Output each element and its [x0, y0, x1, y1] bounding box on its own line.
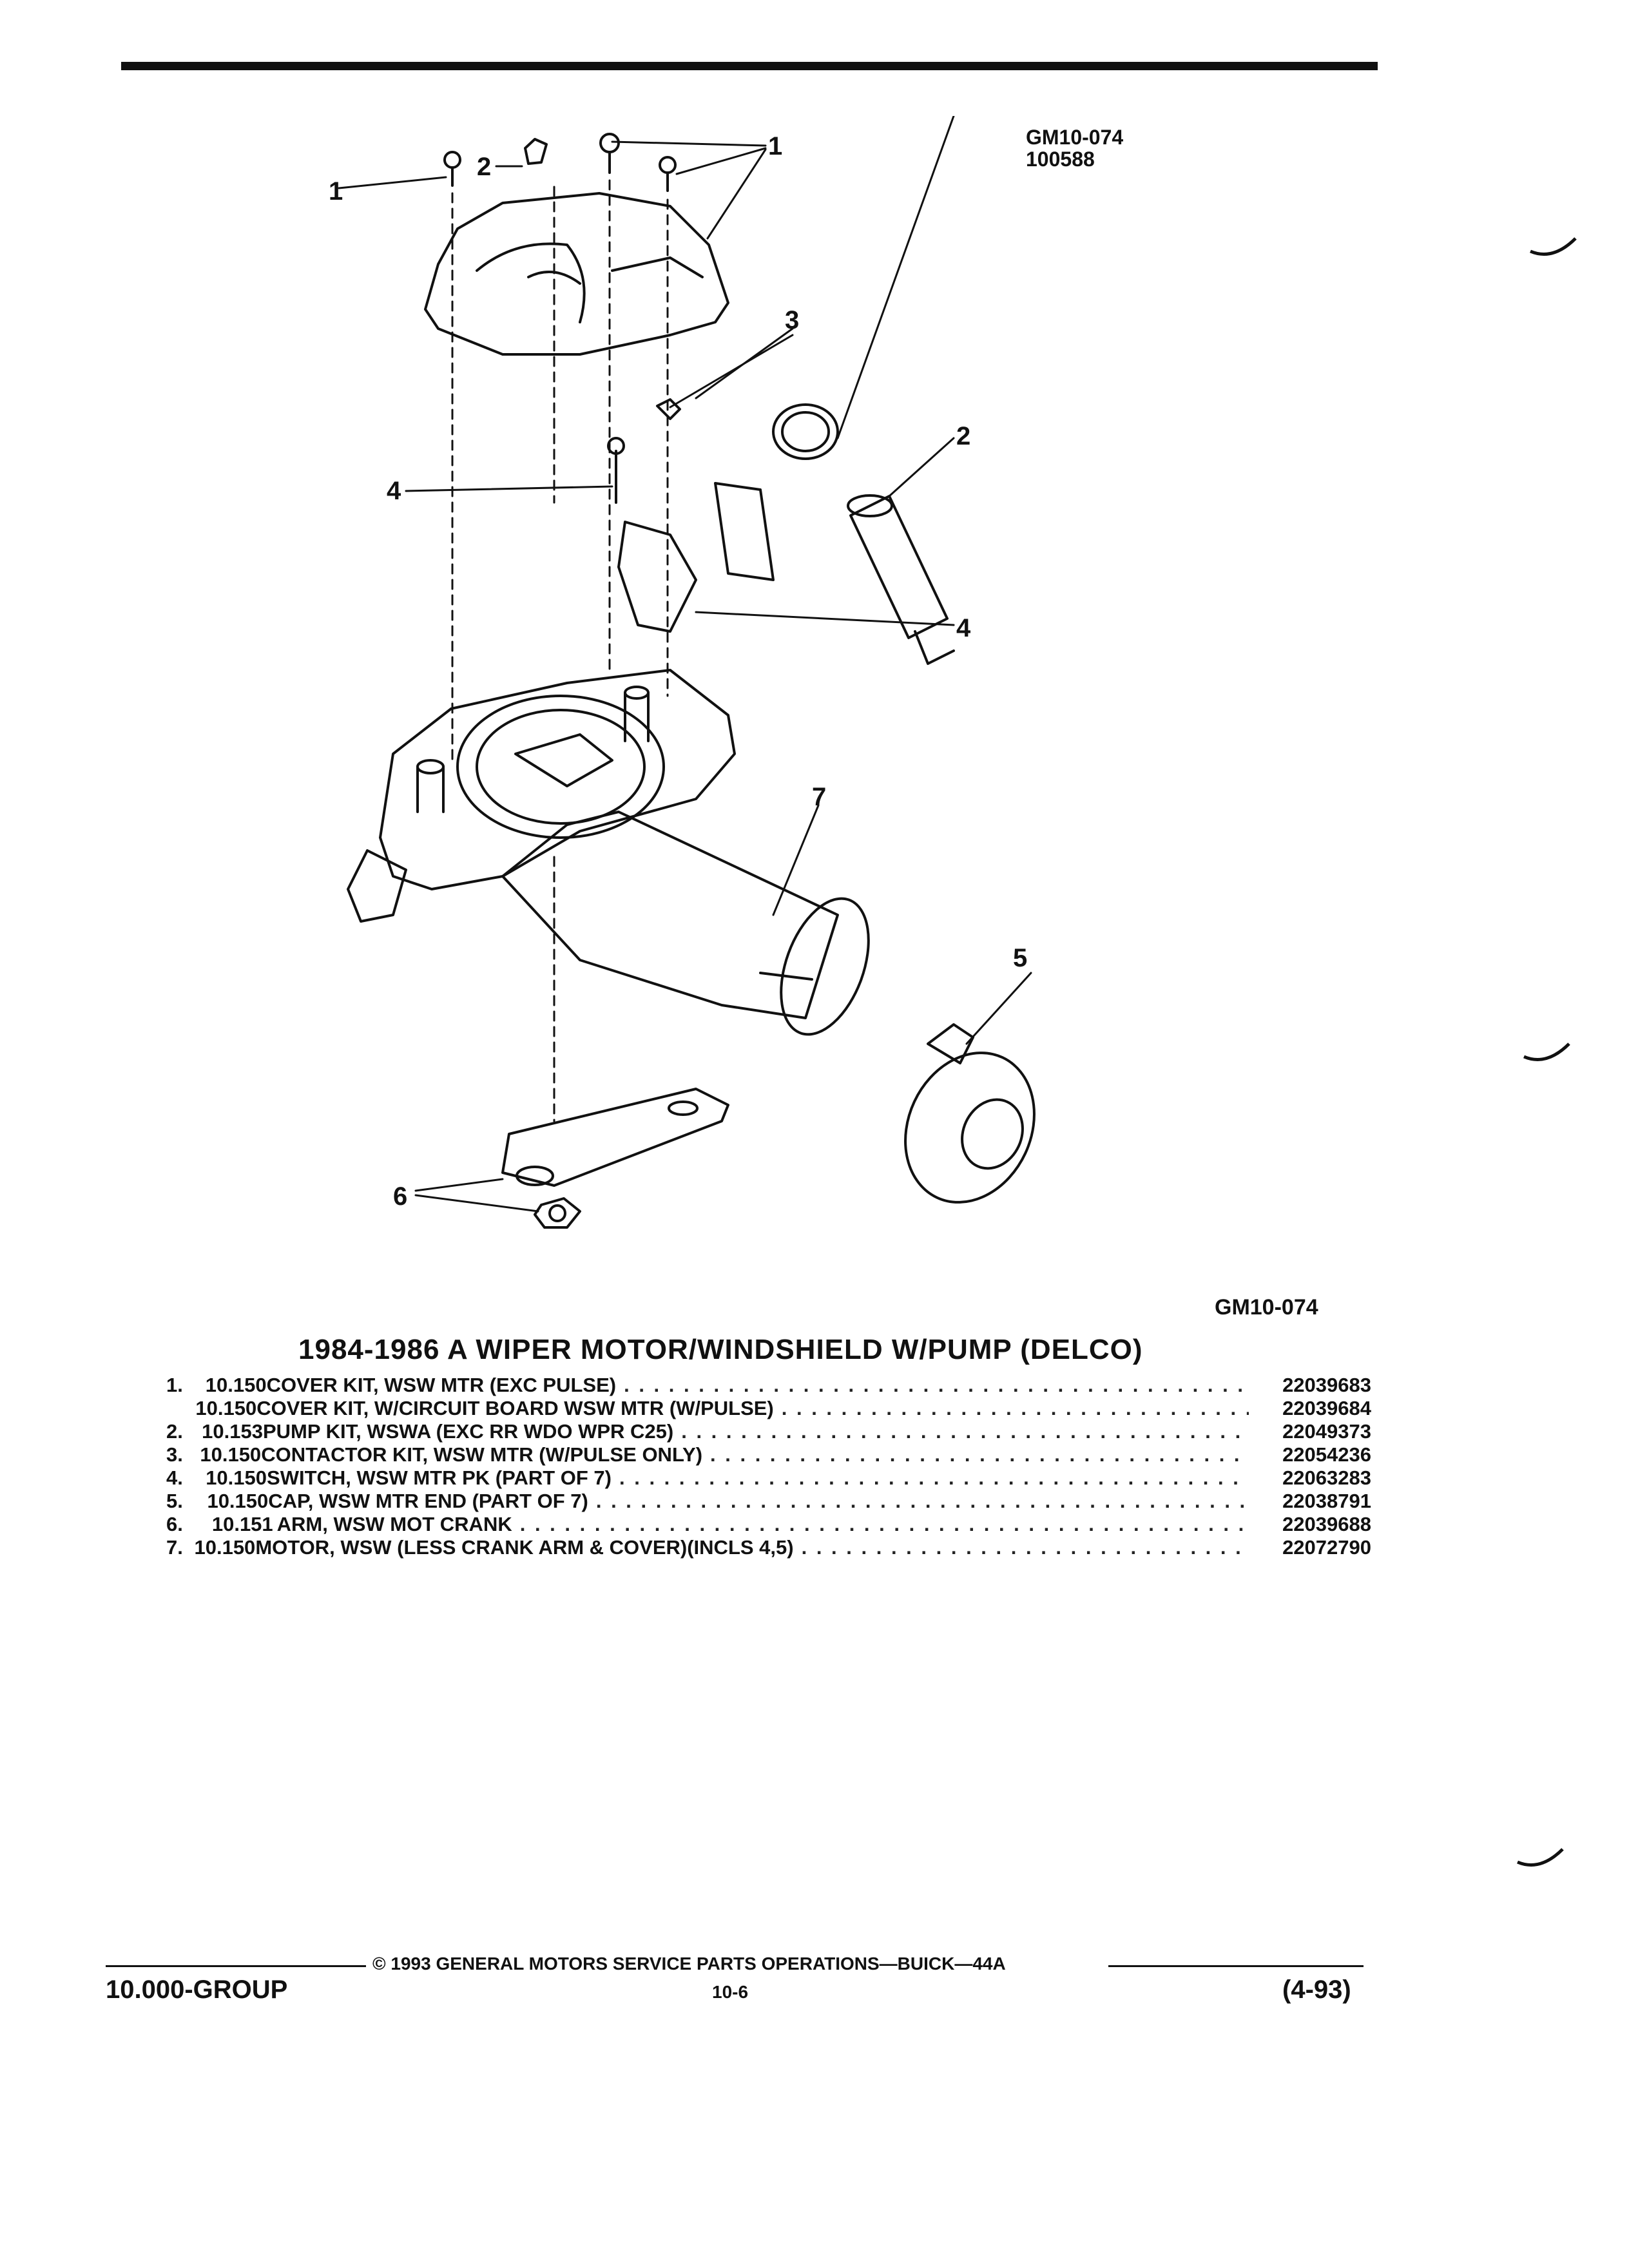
exploded-parts-diagram: 1 2 1 3 2 4 4 7 5 6: [329, 116, 1036, 1229]
motor-end-cap: [904, 1023, 1036, 1204]
callout-3: 3: [785, 306, 799, 334]
binder-mark: [1517, 1848, 1564, 1867]
cover-screw: [659, 156, 677, 192]
parts-row: 5. 10.150 CAP, WSW MTR END (PART OF 7) 2…: [166, 1490, 1371, 1513]
parts-row: 2. 10.153 PUMP KIT, WSWA (EXC RR WDO WPR…: [166, 1420, 1371, 1443]
part-description: ARM, WSW MOT CRANK: [276, 1513, 512, 1535]
item-number: 3.: [166, 1443, 183, 1466]
group-number: 10.150: [205, 1374, 267, 1396]
page-number: 10-6: [712, 1982, 749, 2002]
group-number: 10.150: [200, 1443, 262, 1466]
part-number: 22054236: [1282, 1443, 1371, 1466]
parts-row: 1. 10.150 COVER KIT, WSW MTR (EXC PULSE)…: [166, 1374, 1371, 1397]
callout-2: 2: [956, 422, 970, 450]
part-number: 22039688: [1282, 1513, 1371, 1535]
item-number: [166, 1397, 195, 1420]
part-number: 22039683: [1282, 1374, 1371, 1396]
part-description: CONTACTOR KIT, WSW MTR (W/PULSE ONLY): [261, 1443, 703, 1466]
callout-6: 6: [393, 1182, 407, 1211]
motor-switch: [607, 437, 775, 633]
binder-mark: [1530, 237, 1577, 256]
part-description: PUMP KIT, WSWA (EXC RR WDO WPR C25): [262, 1420, 674, 1443]
callout-1: 1: [768, 132, 782, 160]
parts-row: 6. 10.151 ARM, WSW MOT CRANK 22039688: [166, 1513, 1371, 1536]
callout-2: 2: [477, 153, 491, 181]
part-number: 22039684: [1282, 1397, 1371, 1419]
contactor: [656, 398, 681, 420]
part-number: 22063283: [1282, 1466, 1371, 1489]
dot-leader: [624, 1374, 1249, 1397]
dot-leader: [782, 1397, 1249, 1420]
group-label: 10.000-GROUP: [106, 1975, 288, 2004]
parts-list: 1. 10.150 COVER KIT, WSW MTR (EXC PULSE)…: [166, 1374, 1371, 1559]
binder-mark: [1523, 1043, 1570, 1061]
dot-leader: [710, 1443, 1249, 1466]
parts-row: 4. 10.150 SWITCH, WSW MTR PK (PART OF 7)…: [166, 1466, 1371, 1490]
group-number: 10.150: [206, 1466, 267, 1489]
callout-5: 5: [1013, 944, 1027, 972]
item-number: 2.: [166, 1420, 183, 1443]
cover-screw: [599, 133, 620, 174]
figure-date: 100588: [1026, 148, 1095, 171]
crank-arm: [501, 1088, 729, 1229]
wiper-motor: [501, 811, 870, 1036]
callout-4: 4: [387, 477, 401, 505]
part-number: 22038791: [1282, 1490, 1371, 1512]
washer-pump: [847, 494, 955, 665]
group-number: 10.150: [207, 1490, 269, 1512]
page-title: 1984-1986 A WIPER MOTOR/WINDSHIELD W/PUM…: [298, 1334, 1143, 1365]
motor-cover: [424, 192, 729, 356]
part-description: MOTOR, WSW (LESS CRANK ARM & COVER)(INCL…: [255, 1536, 794, 1559]
group-number: 10.150: [195, 1397, 257, 1419]
part-number: 22049373: [1282, 1420, 1371, 1443]
item-number: 7.: [166, 1536, 183, 1559]
header-rule: [121, 62, 1378, 70]
group-number: 10.153: [202, 1420, 263, 1443]
part-description: SWITCH, WSW MTR PK (PART OF 7): [267, 1466, 612, 1489]
callout-7: 7: [812, 783, 826, 811]
dot-leader: [681, 1420, 1249, 1443]
part-description: CAP, WSW MTR END (PART OF 7): [268, 1490, 588, 1512]
gearbox-housing: [347, 669, 736, 923]
footer-rule: [1108, 1965, 1364, 1967]
item-number: 6.: [166, 1513, 183, 1535]
dot-leader: [619, 1466, 1249, 1490]
cover-screw: [443, 151, 461, 187]
figure-reference: GM10-074 100588: [1026, 126, 1123, 170]
group-number: 10.150: [194, 1536, 256, 1559]
part-description: COVER KIT, W/CIRCUIT BOARD WSW MTR (W/PU…: [256, 1397, 774, 1419]
dot-leader: [596, 1490, 1249, 1513]
cover-clip: [524, 138, 548, 165]
parts-row: 3. 10.150 CONTACTOR KIT, WSW MTR (W/PULS…: [166, 1443, 1371, 1466]
group-number: 10.151: [211, 1513, 273, 1535]
callout-1: 1: [329, 177, 343, 206]
copyright-notice: © 1993 GENERAL MOTORS SERVICE PARTS OPER…: [372, 1954, 1006, 1974]
item-number: 5.: [166, 1490, 183, 1512]
parts-row: 10.150 COVER KIT, W/CIRCUIT BOARD WSW MT…: [166, 1397, 1371, 1420]
dot-leader: [520, 1513, 1249, 1536]
parts-row: 7. 10.150 MOTOR, WSW (LESS CRANK ARM & C…: [166, 1536, 1371, 1559]
part-number: 22072790: [1282, 1536, 1371, 1559]
footer-rule: [106, 1965, 366, 1967]
figure-id: GM10-074: [1215, 1295, 1318, 1320]
item-number: 4.: [166, 1466, 183, 1489]
revision-date: (4-93): [1282, 1975, 1351, 2004]
callout-4: 4: [956, 614, 971, 642]
part-description: COVER KIT, WSW MTR (EXC PULSE): [266, 1374, 617, 1396]
figure-code: GM10-074: [1026, 126, 1124, 149]
dot-leader: [802, 1536, 1249, 1559]
item-number: 1.: [166, 1374, 183, 1396]
pump-seal: [772, 403, 839, 460]
